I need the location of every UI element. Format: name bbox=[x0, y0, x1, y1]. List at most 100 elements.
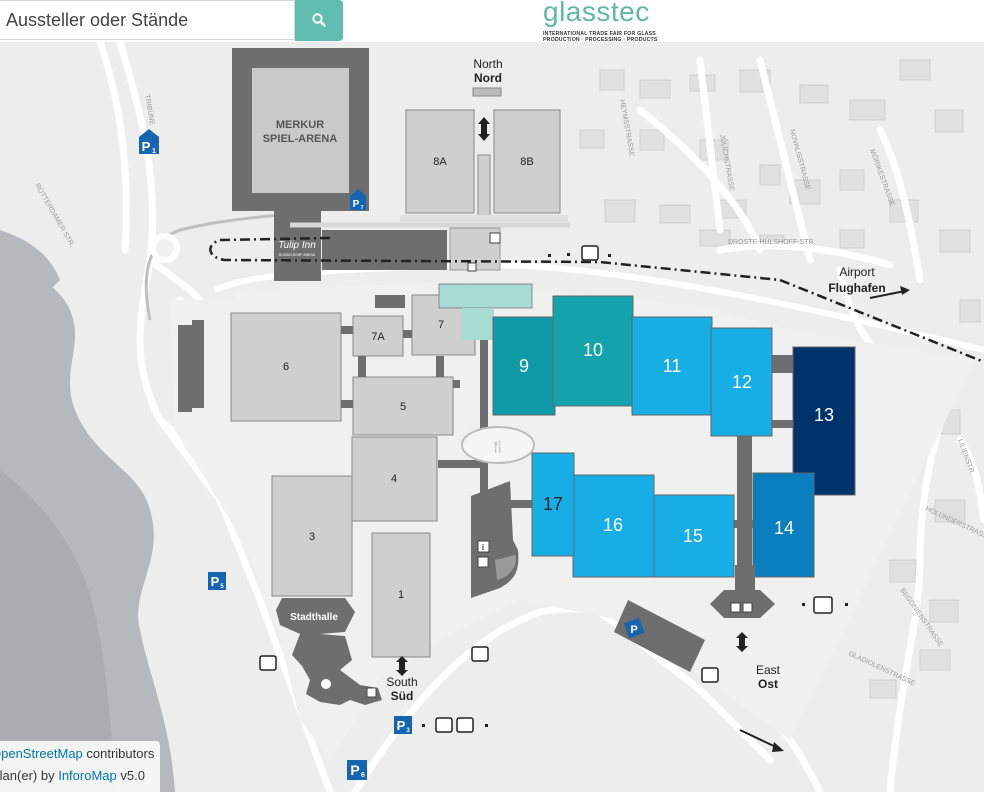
congress-center-arc bbox=[495, 555, 517, 580]
hall-6[interactable] bbox=[230, 312, 342, 422]
hall-16[interactable] bbox=[572, 474, 655, 578]
parking-p6[interactable]: P 6 bbox=[347, 760, 367, 780]
hotel-sub: DÜSSELDORF ARENA bbox=[279, 253, 316, 257]
parking-p5[interactable]: P 5 bbox=[208, 572, 226, 590]
parking-p7-letter: P bbox=[353, 199, 360, 210]
parking-p7-number: 7 bbox=[361, 205, 364, 211]
hall-6-annex-2 bbox=[192, 320, 204, 408]
north-connector-building[interactable] bbox=[322, 230, 447, 270]
north-entrance-arrow-icon[interactable] bbox=[478, 117, 490, 141]
hall-7a-label: 7A bbox=[371, 331, 385, 343]
ccd-south-complex[interactable] bbox=[292, 634, 382, 705]
hall-8b[interactable] bbox=[493, 109, 561, 214]
airport-label-en: Airport bbox=[839, 265, 875, 279]
hall-12-label: 12 bbox=[732, 372, 752, 392]
stadthalle-label: Stadthalle bbox=[290, 612, 338, 623]
attribution-line-2: Plan(er) by InforoMap v5.0 bbox=[0, 765, 151, 787]
airport-arrow-icon bbox=[869, 290, 906, 299]
hall-16-label: 16 bbox=[603, 515, 623, 535]
osm-contributors-text: contributors bbox=[82, 746, 155, 761]
shuttle-route bbox=[209, 236, 984, 364]
south-exit-arrowhead-icon bbox=[772, 742, 784, 752]
hall-13[interactable] bbox=[792, 346, 856, 496]
hall-17[interactable] bbox=[531, 452, 575, 557]
hall-7-top-block bbox=[375, 295, 405, 308]
parking-garage-east[interactable] bbox=[614, 600, 705, 672]
hall-7a[interactable] bbox=[352, 315, 404, 357]
hall-3[interactable] bbox=[271, 475, 353, 597]
east-entrance-arrow-icon[interactable] bbox=[736, 632, 748, 652]
hall-8-connector bbox=[477, 154, 491, 218]
hall-1-label: 1 bbox=[398, 589, 404, 601]
parking-p1-number: 1 bbox=[152, 148, 156, 155]
logo-tagline-2: PRODUCTION · PROCESSING · PRODUCTS bbox=[543, 37, 658, 43]
hall-connectors bbox=[341, 326, 794, 590]
hall-6-label: 6 bbox=[283, 361, 289, 373]
restaurant-icon[interactable]: 🍴 bbox=[491, 440, 505, 453]
bus-stop-icons[interactable] bbox=[259, 245, 833, 733]
hall-14[interactable] bbox=[752, 472, 815, 578]
south-exit-arrow-icon bbox=[739, 729, 779, 749]
parking-p1-letter: P bbox=[142, 139, 151, 154]
merkur-spiel-arena-inner bbox=[252, 68, 349, 193]
info-icons[interactable] bbox=[366, 232, 753, 698]
south-label-de: Süd bbox=[391, 689, 414, 703]
parking-p3[interactable]: P 3 bbox=[394, 716, 412, 734]
airport-arrowhead-icon bbox=[900, 286, 910, 295]
hall-10[interactable] bbox=[552, 295, 634, 407]
glasstec-logo[interactable]: glasstec INTERNATIONAL TRADE FAIR FOR GL… bbox=[541, 0, 667, 44]
parking-garage-icon[interactable]: P bbox=[623, 617, 645, 639]
east-label-de: Ost bbox=[758, 677, 778, 691]
hall-9[interactable] bbox=[492, 316, 556, 416]
search-button[interactable] bbox=[295, 0, 343, 41]
foyer-mint bbox=[438, 283, 533, 309]
parking-p7[interactable]: P 7 bbox=[350, 189, 366, 211]
rhine-water-top bbox=[0, 230, 60, 300]
map-attribution: OpenStreetMap contributors Plan(er) by I… bbox=[0, 741, 160, 792]
north-marker bbox=[472, 87, 502, 97]
parking-p3-number: 3 bbox=[406, 728, 410, 734]
hall-4-label: 4 bbox=[391, 473, 397, 485]
hall-5-label: 5 bbox=[400, 401, 406, 413]
hall-8a-label: 8A bbox=[433, 156, 447, 168]
hall-3-label: 3 bbox=[309, 531, 315, 543]
east-connector bbox=[735, 565, 755, 593]
hall-8a[interactable] bbox=[405, 109, 475, 214]
hall-7-label: 7 bbox=[438, 319, 444, 331]
restaurant-plaza bbox=[461, 426, 535, 464]
parking-p6-letter: P bbox=[350, 762, 359, 778]
hall-4[interactable] bbox=[351, 436, 438, 522]
osm-link[interactable]: OpenStreetMap bbox=[0, 746, 83, 761]
north-label-de: Nord bbox=[474, 71, 502, 85]
street-droste: DROSTE-HÜLSHOFF-STR. bbox=[728, 238, 816, 246]
east-label-en: East bbox=[756, 663, 781, 677]
inforomap-link[interactable]: InforoMap bbox=[58, 768, 117, 783]
north-label-en: North bbox=[473, 57, 502, 71]
hall-12[interactable] bbox=[710, 327, 773, 437]
transit-dots bbox=[422, 253, 848, 727]
south-entrance-arrow-icon[interactable] bbox=[396, 656, 408, 676]
info-icon-center[interactable] bbox=[477, 540, 490, 553]
parking-p5-letter: P bbox=[211, 574, 220, 589]
hall-8b-label: 8B bbox=[520, 156, 533, 168]
attribution-line-1: OpenStreetMap contributors bbox=[0, 743, 154, 765]
parking-p5-number: 5 bbox=[220, 584, 224, 590]
hall-1[interactable] bbox=[371, 532, 431, 658]
stadthalle[interactable] bbox=[276, 598, 355, 634]
logo-tagline: INTERNATIONAL TRADE FAIR FOR GLASS PRODU… bbox=[543, 31, 658, 43]
south-label-en: South bbox=[386, 675, 417, 689]
hall-5[interactable] bbox=[352, 376, 454, 436]
tram-line bbox=[144, 213, 281, 321]
hall-11-label: 11 bbox=[663, 356, 682, 376]
roundabout bbox=[150, 233, 180, 263]
planer-text: Plan(er) by bbox=[0, 768, 55, 783]
hall-13-label: 13 bbox=[814, 405, 834, 425]
parking-p1[interactable]: P 1 bbox=[139, 129, 159, 155]
north-plaza bbox=[400, 215, 568, 223]
foyer-mint-2 bbox=[462, 308, 494, 340]
search-icon bbox=[312, 13, 326, 27]
spiel-arena-label: SPIEL-ARENA bbox=[263, 133, 338, 145]
hall-11[interactable] bbox=[631, 316, 713, 416]
search-input[interactable] bbox=[0, 0, 295, 40]
